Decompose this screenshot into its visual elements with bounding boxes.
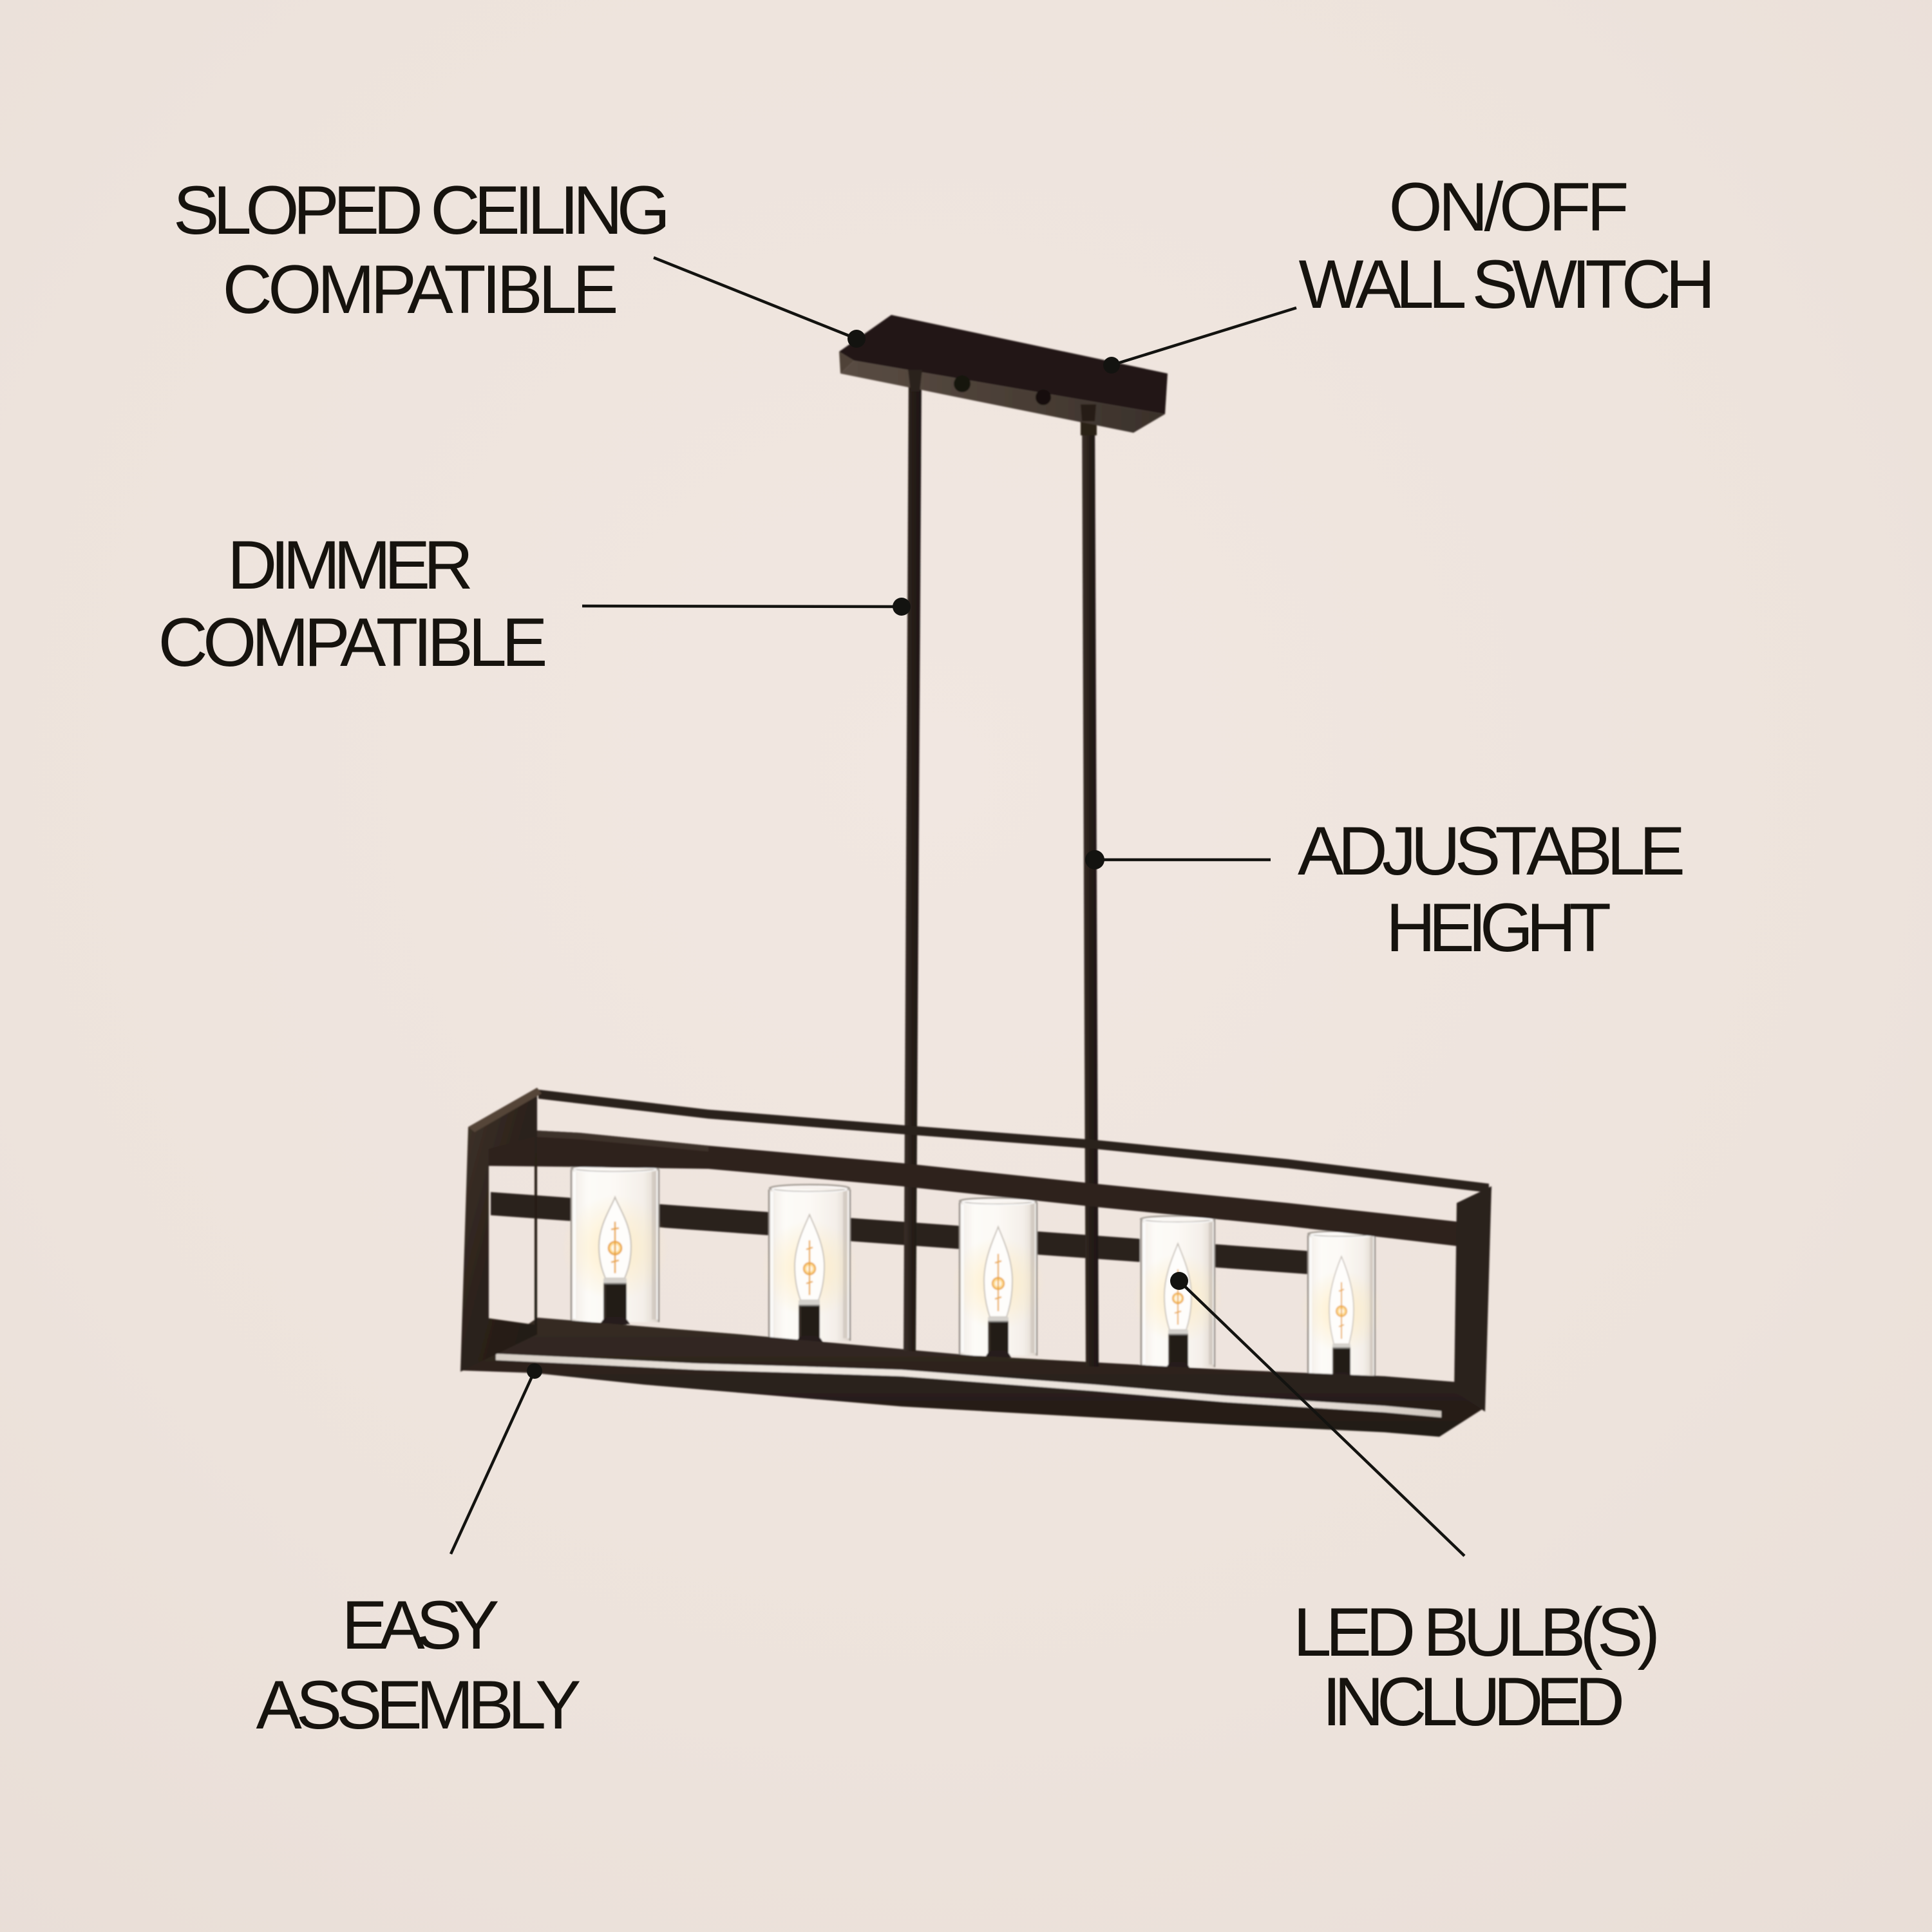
svg-text:INCLUDED: INCLUDED — [1322, 1663, 1625, 1740]
svg-text:ASSEMBLY: ASSEMBLY — [256, 1666, 582, 1743]
svg-text:COMPATIBLE: COMPATIBLE — [223, 251, 619, 328]
svg-text:EASY: EASY — [342, 1586, 500, 1663]
svg-text:HEIGHT: HEIGHT — [1386, 889, 1611, 966]
svg-text:LED BULB(S): LED BULB(S) — [1293, 1593, 1660, 1671]
svg-text:ON/OFF: ON/OFF — [1389, 168, 1629, 245]
svg-text:COMPATIBLE: COMPATIBLE — [158, 603, 548, 681]
svg-text:SLOPED CEILING: SLOPED CEILING — [173, 171, 670, 249]
svg-text:WALL SWITCH: WALL SWITCH — [1299, 245, 1716, 323]
svg-text:ADJUSTABLE: ADJUSTABLE — [1298, 812, 1685, 889]
svg-text:DIMMER: DIMMER — [227, 526, 473, 603]
